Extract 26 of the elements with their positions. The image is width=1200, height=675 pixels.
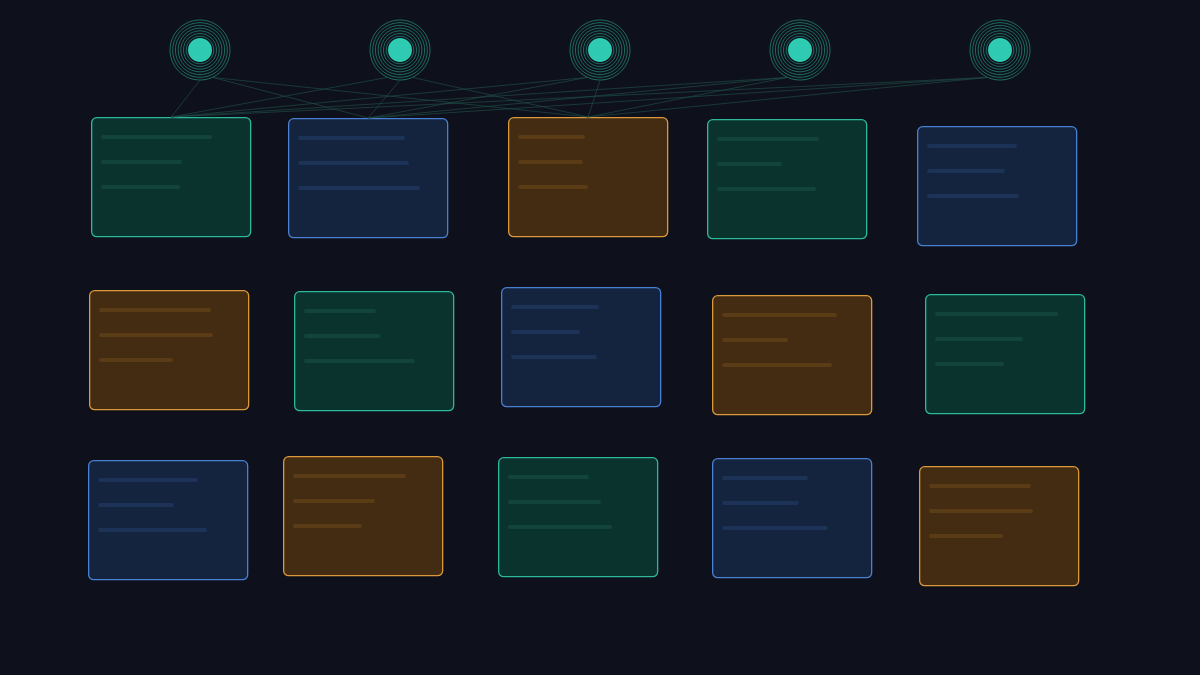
card [89, 290, 250, 411]
card [917, 126, 1078, 247]
card [288, 118, 449, 239]
card [88, 460, 249, 581]
ring-circle [569, 19, 631, 81]
connector-line [412, 77, 589, 118]
card [91, 117, 252, 238]
connector-line [587, 79, 601, 118]
ring-circle [969, 19, 1031, 81]
connector-line [587, 77, 988, 118]
card [283, 456, 444, 577]
card [294, 291, 455, 412]
ring-circle [369, 19, 431, 81]
card [508, 117, 669, 238]
card [919, 466, 1080, 587]
card [498, 457, 659, 578]
card [712, 295, 873, 416]
ring-circle [169, 19, 231, 81]
card [925, 294, 1086, 415]
connector-line [212, 77, 369, 119]
connector-line [170, 79, 201, 118]
connector-line [367, 79, 401, 119]
card [501, 287, 662, 408]
ring-circle [769, 19, 831, 81]
card [712, 458, 873, 579]
card [707, 119, 868, 240]
